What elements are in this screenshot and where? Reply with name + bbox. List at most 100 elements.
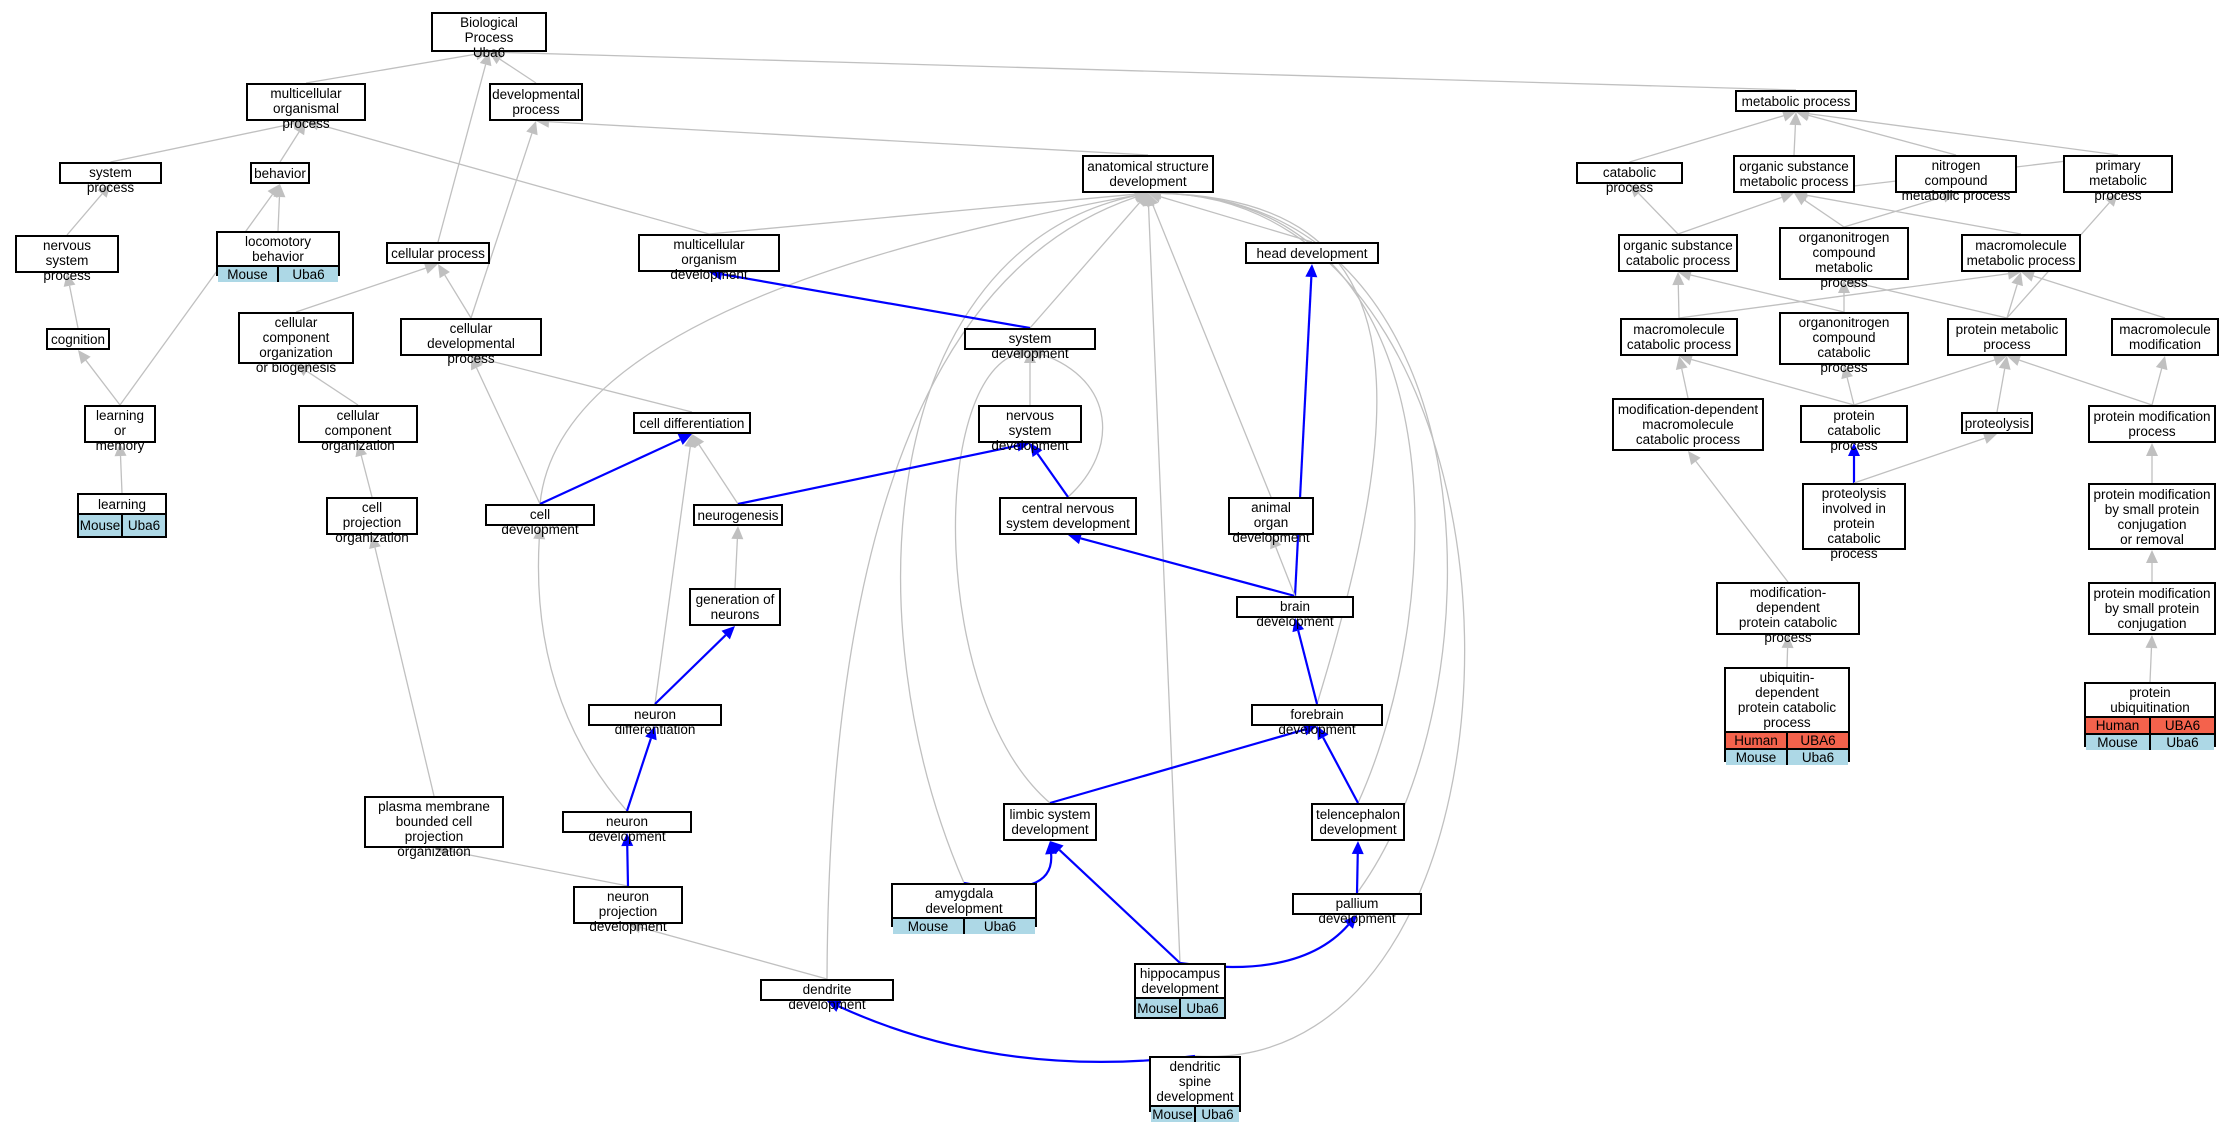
edge-arrowhead [63,273,76,287]
edge-ndiff-to-celldiff [654,446,691,705]
go-term-label: neuron differentiation [614,707,696,737]
edge-ndev-to-celldev [537,538,628,812]
edge-arrowhead [2104,193,2118,207]
go-term-celldiff: cell differentiation [633,412,751,434]
go-term-label: protein modification by small protein co… [2093,486,2211,547]
edge-arrowhead [1015,347,1030,360]
go-term-catp: catabolic process [1576,162,1683,195]
go-term-label: telencephalon development [1315,807,1401,837]
go-term-devp: developmental process [489,83,583,121]
go-term-cco: cellular component organization [298,405,418,453]
edge-arrowhead [1045,841,1058,855]
edge-arrowhead [1688,451,1701,465]
go-term-label: macromolecule modification [2119,322,2211,352]
go-term-label: proteolysis [1964,415,2030,431]
go-term-label: cellular component organization or bioge… [255,315,337,375]
go-term-aod: animal organ development [1228,497,1314,545]
go-term-label: organonitrogen compound catabolic proces… [1798,315,1890,375]
go-term-label: cell differentiation [639,415,745,431]
edge-arrowhead [1789,112,1802,126]
edge-fbd-to-asd [1160,192,1378,705]
edge-macmp-to-osmp [1806,194,2022,235]
go-term-label: central nervous system development [1006,501,1130,531]
edge-arrowhead [267,184,280,199]
edge-arrowhead [1844,277,1859,289]
edge-arrowhead [97,184,111,198]
go-term-osmp: organic substance metabolic process [1733,155,1855,193]
edge-arrowhead [355,443,368,458]
go-term-label: cellular component organization [321,408,395,453]
edge-celldev-to-asd [539,194,1136,505]
go-term-celldev: cell development [485,504,595,537]
go-term-palld: pallium development [1292,893,1422,926]
go-term-label: modification-dependent protein catabolic… [1738,585,1838,645]
edge-asd-to-devp [548,121,1149,156]
edge-arrowhead [479,52,492,67]
go-term-fbd: forebrain development [1251,704,1383,737]
edge-cdp-to-cellp [444,274,472,319]
go-term-gon: generation of neurons [689,588,781,626]
go-term-label: nervous system development [991,408,1069,453]
edge-beh-to-mop [279,131,300,163]
gene-symbol: Uba6 [963,919,1035,934]
species-name: Human [2095,718,2140,733]
edge-arrowhead [1305,264,1318,278]
go-term-pmbcpo: plasma membrane bounded cell projection … [364,796,504,859]
edge-locb-to-beh [277,196,281,232]
species-name: Mouse [2097,735,2138,750]
go-term-label: modification-dependent macromolecule cat… [1617,402,1759,447]
species-name: Mouse [1152,1107,1193,1122]
species-name: Mouse [227,267,268,282]
edge-arrowhead [1030,443,1043,458]
go-term-pmspconj: protein modification by small protein co… [2088,582,2216,635]
edge-pcp-to-maccp [1691,358,1855,406]
gene-symbol: Uba6 [1179,999,1224,1017]
gene-symbol: Uba6 [1194,1107,1239,1122]
edge-ocmp-to-osmp [1804,199,1845,228]
edge-arrowhead [1317,726,1329,741]
edge-arrowhead [2011,272,2023,287]
gene-symbol: Uba6 [277,267,338,282]
go-term-ccob: cellular component organization or bioge… [238,312,354,375]
edge-occp-to-oscp [1690,274,1845,313]
go-term-label: protein metabolic process [1955,322,2059,352]
go-term-nsp: nervous system process [15,235,119,283]
edge-arrowhead [1675,356,1688,370]
go-term-label: protein modification process [2093,409,2211,439]
go-term-label: pallium development [1318,896,1396,926]
go-term-udpcp: ubiquitin-dependent protein catabolic pr… [1724,667,1850,765]
edge-arrowhead [1941,191,1956,203]
edge-maccp-to-macmp [1678,273,2009,319]
go-term-label: ubiquitin-dependent protein catabolic pr… [1737,670,1837,730]
go-term-label: protein modification by small protein co… [2093,586,2211,631]
edge-arrowhead [628,921,643,934]
edge-metp-to-bp [501,51,1797,91]
edge-pcp-to-protmp [1853,359,1995,406]
edge-fbd-to-braind [1297,630,1319,705]
edge-mop-to-bp [305,53,477,84]
edge-cellp-to-bp [437,64,487,243]
edge-pipcp-to-prot [1853,437,1985,484]
edge-lom-to-beh [119,194,273,406]
edge-oscp-to-catp [1638,192,1679,235]
edge-arrowhead [721,626,735,640]
go-term-ncmp: nitrogen compound metabolic process [1895,155,2017,203]
edge-sysp-to-mop [110,123,294,163]
edge-arrowhead [1292,618,1305,633]
go-term-npd: neuron projection development [573,886,683,934]
edge-pubq-to-pmspconj [2149,647,2153,683]
go-term-beh: behavior [250,162,310,184]
edge-arrowhead [1992,354,2007,366]
edge-mod-to-asd [708,193,1136,235]
go-term-label: system process [86,165,135,195]
edge-cco-to-ccob [306,370,359,406]
go-term-label: cell development [501,507,579,537]
edge-cnsd-to-sysd [1042,353,1104,498]
edge-arrowhead [438,264,450,279]
